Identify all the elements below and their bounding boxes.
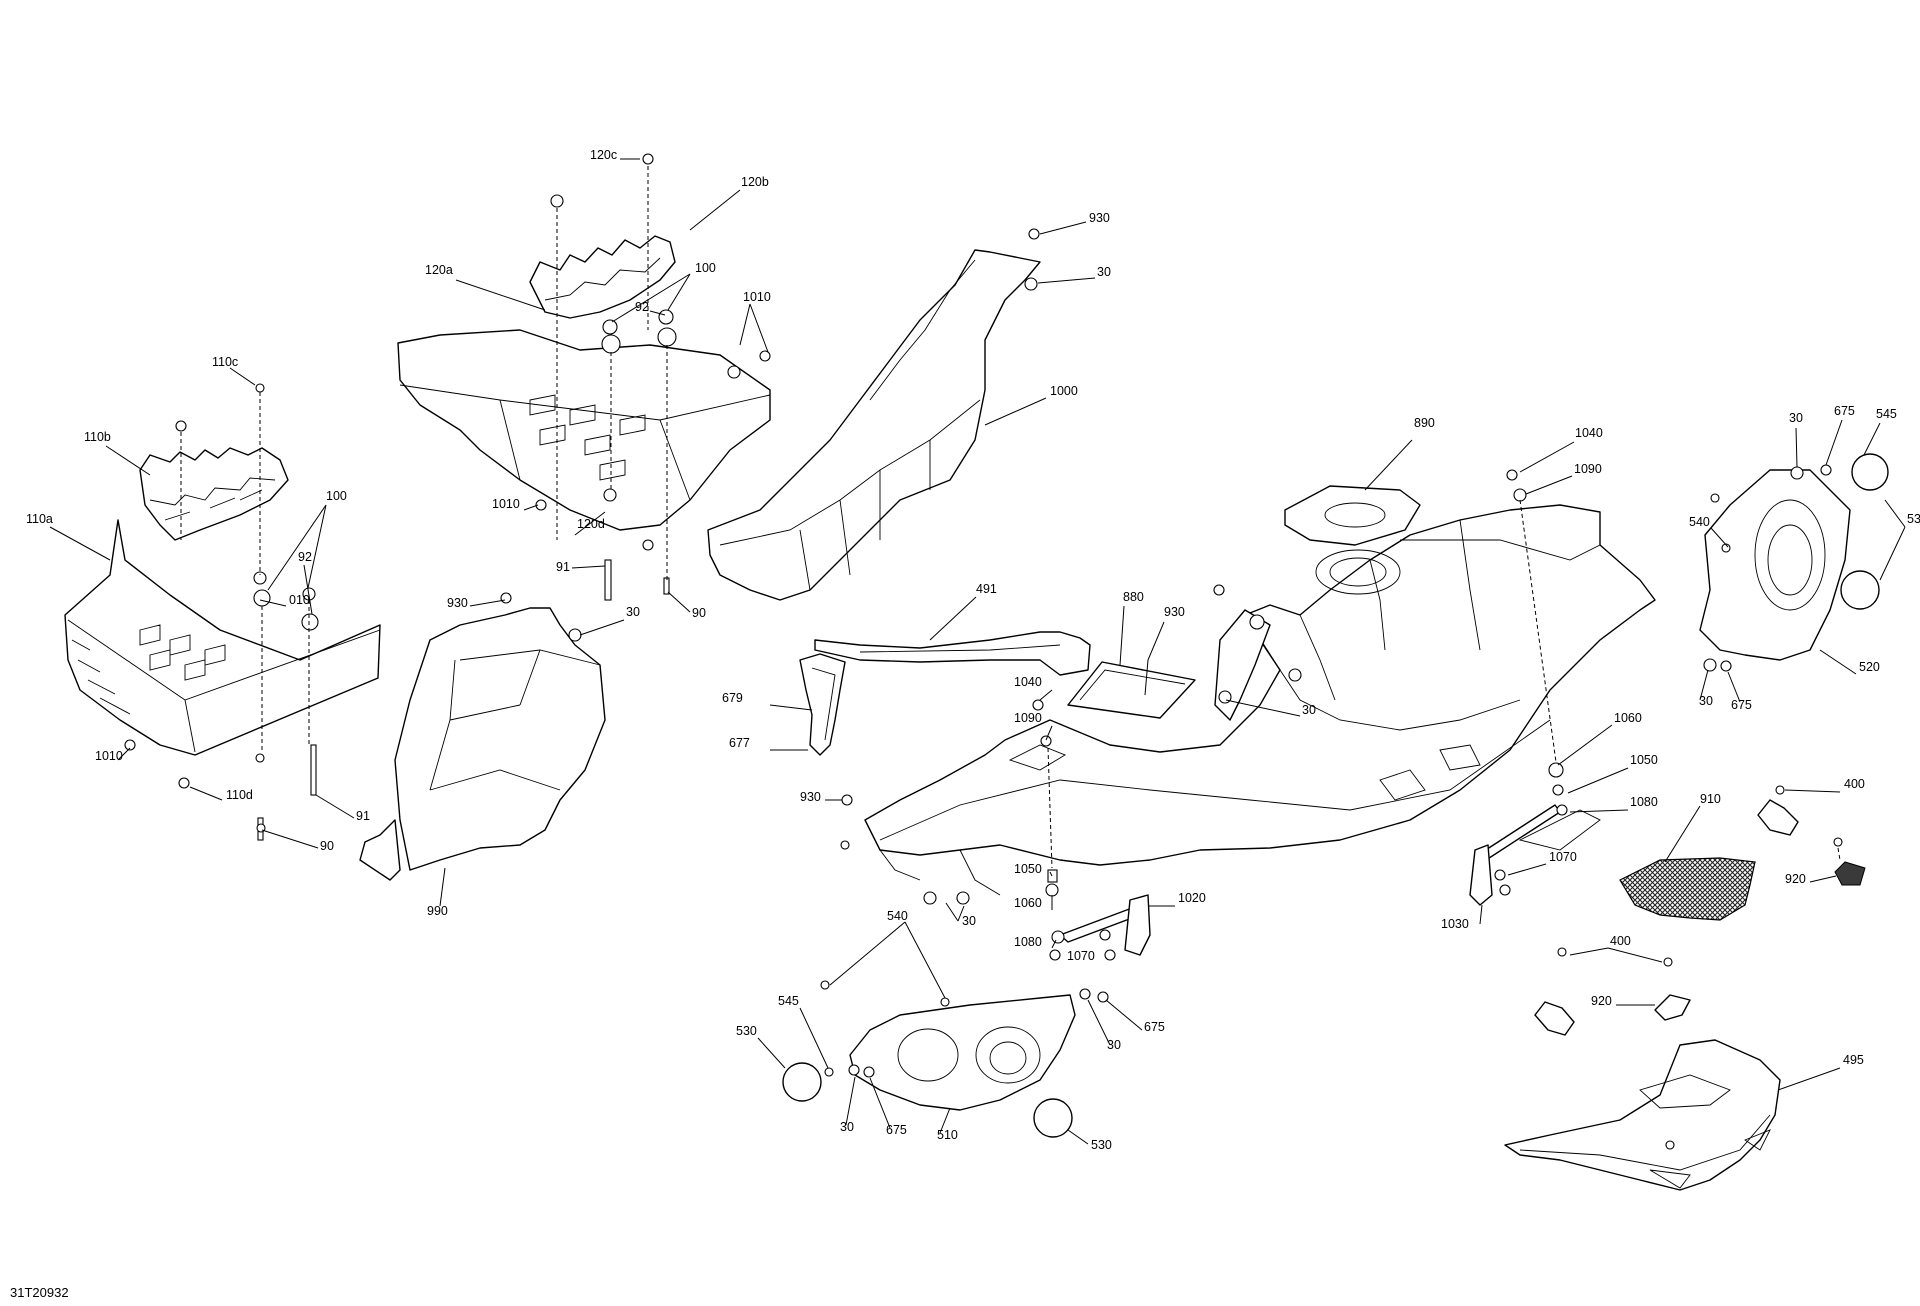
footrest-hardware-110 xyxy=(124,383,319,841)
callout-label: 110c xyxy=(212,355,238,369)
callout-label: 1010 xyxy=(743,290,771,304)
storage-net-910 xyxy=(1619,857,1756,921)
footpeg-120b xyxy=(529,235,676,319)
callout-label: 675 xyxy=(1731,698,1752,712)
callout-label: 1040 xyxy=(1014,675,1042,689)
callout-label: 92 xyxy=(635,300,649,314)
callout-label: 675 xyxy=(886,1123,907,1137)
callout-label: 1080 xyxy=(1630,795,1658,809)
callout-label: 491 xyxy=(976,582,997,596)
callout-label: 110d xyxy=(226,788,253,802)
callout-label: 510 xyxy=(937,1128,958,1142)
callout-label: 110a xyxy=(26,512,53,526)
callout-label: 675 xyxy=(1834,404,1855,418)
callout-label: 30 xyxy=(1699,694,1713,708)
callout-label: 540 xyxy=(1689,515,1710,529)
leader-lines xyxy=(49,158,1906,1145)
skid-plate-495 xyxy=(1504,1039,1781,1191)
callout-label: 010 xyxy=(289,593,310,607)
callout-label: 100 xyxy=(326,489,347,503)
callout-label: 1060 xyxy=(1014,896,1042,910)
callout-label: 120d xyxy=(577,517,605,531)
callout-label: 545 xyxy=(778,994,799,1008)
pad-890 xyxy=(1284,485,1421,546)
side-panel-1000 xyxy=(707,228,1041,601)
diagram-id: 31T20932 xyxy=(10,1285,69,1300)
callout-label: 1050 xyxy=(1630,753,1658,767)
callout-label: 1030 xyxy=(1441,917,1469,931)
callout-label: 675 xyxy=(1144,1020,1165,1034)
footpeg-110b xyxy=(139,447,289,541)
callout-label: 1070 xyxy=(1549,850,1577,864)
callout-label: 930 xyxy=(800,790,821,804)
callout-label: 1000 xyxy=(1050,384,1078,398)
callout-label: 890 xyxy=(1414,416,1435,430)
callout-label: 1060 xyxy=(1614,711,1642,725)
callout-label: 400 xyxy=(1844,777,1865,791)
cover-880 xyxy=(1067,661,1196,719)
callout-label: 30 xyxy=(1302,703,1316,717)
callout-label: 495 xyxy=(1843,1053,1864,1067)
callout-label: 930 xyxy=(447,596,468,610)
footrest-hardware-120 xyxy=(535,153,771,601)
side-panel-990 xyxy=(359,592,606,881)
callout-label: 920 xyxy=(1785,872,1806,886)
callout-label: 679 xyxy=(722,691,743,705)
callout-label: 930 xyxy=(1164,605,1185,619)
callout-label: 1020 xyxy=(1178,891,1206,905)
callout-label: 110b xyxy=(84,430,111,444)
trim-strip-491 xyxy=(814,631,1091,676)
callout-label: 530 xyxy=(1091,1138,1112,1152)
callout-label: 990 xyxy=(427,904,448,918)
callout-label: 30 xyxy=(1107,1038,1121,1052)
footrest-support-120a xyxy=(397,329,771,531)
callout-label: 1090 xyxy=(1574,462,1602,476)
light-housing-510 xyxy=(782,980,1109,1138)
main-body-shell xyxy=(864,469,1656,896)
clip-920-lower xyxy=(1534,947,1691,1036)
callout-label: 1010 xyxy=(492,497,520,511)
callout-label: 30 xyxy=(626,605,640,619)
callout-label: 1090 xyxy=(1014,711,1042,725)
support-rod-1020 xyxy=(1049,894,1151,961)
callout-label: 520 xyxy=(1859,660,1880,674)
callout-label: 545 xyxy=(1876,407,1897,421)
callout-label: 1070 xyxy=(1067,949,1095,963)
light-housing-520 xyxy=(1699,453,1889,672)
callout-label: 930 xyxy=(1089,211,1110,225)
callout-label: 120a xyxy=(425,263,453,277)
callout-label: 90 xyxy=(320,839,334,853)
callout-label: 92 xyxy=(298,550,312,564)
callout-label: 120c xyxy=(590,148,617,162)
callout-label: 910 xyxy=(1700,792,1721,806)
callout-label: 100 xyxy=(695,261,716,275)
bracket-679-677 xyxy=(799,653,846,756)
callout-label: 120b xyxy=(741,175,769,189)
callout-label: 91 xyxy=(356,809,370,823)
callout-label: 1040 xyxy=(1575,426,1603,440)
callout-label: 30 xyxy=(962,914,976,928)
callout-label: 30 xyxy=(840,1120,854,1134)
callout-label: 530 xyxy=(736,1024,757,1038)
clip-920-upper xyxy=(1757,785,1866,886)
callout-label: 400 xyxy=(1610,934,1631,948)
callout-label: 880 xyxy=(1123,590,1144,604)
callout-label: 1010 xyxy=(95,749,123,763)
callout-label: 677 xyxy=(729,736,750,750)
hardware-1040-1090 xyxy=(840,499,1557,905)
callout-label: 920 xyxy=(1591,994,1612,1008)
callout-label: 90 xyxy=(692,606,706,620)
callout-label: 1050 xyxy=(1014,862,1042,876)
support-rod-1030 xyxy=(1469,762,1568,906)
callout-label: 30 xyxy=(1097,265,1111,279)
footrest-support-110a xyxy=(64,519,381,756)
callout-label: 540 xyxy=(887,909,908,923)
callout-label: 91 xyxy=(556,560,570,574)
callout-label: 1080 xyxy=(1014,935,1042,949)
callout-label: 30 xyxy=(1789,411,1803,425)
callout-label: 530 xyxy=(1907,512,1920,526)
callout-labels: 120c 120b 120a 100 92 1010 1010 120d 91 90 110c 110… xyxy=(26,148,1920,1152)
